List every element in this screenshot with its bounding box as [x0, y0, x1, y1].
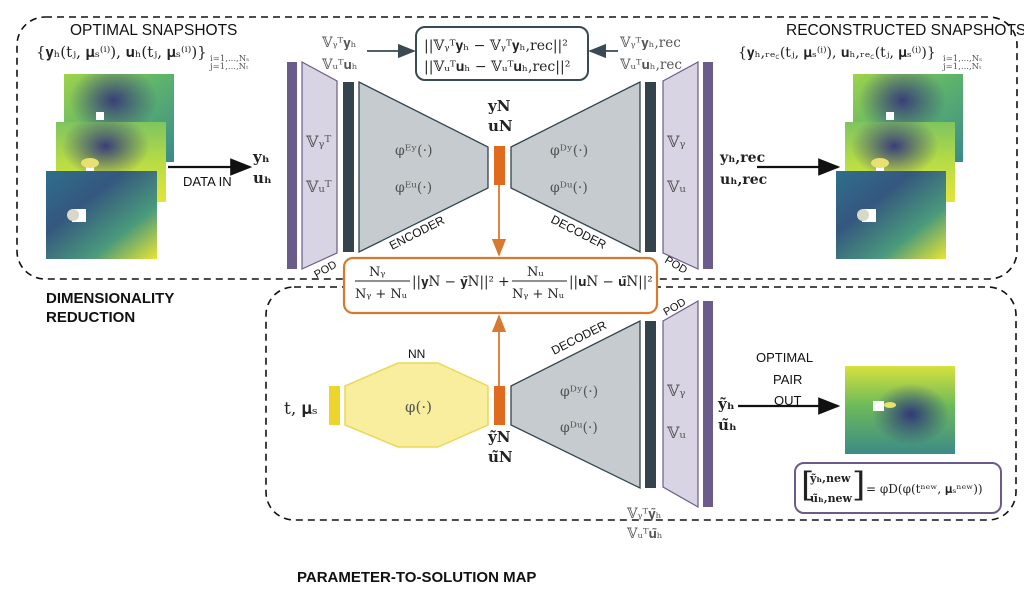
decoder-reduced-bar — [645, 82, 656, 252]
latent-y-n: 𝐲N — [487, 97, 511, 115]
output-y-h-rec: 𝐲ₕ,rec — [719, 150, 765, 166]
pipeline-pod-vy: 𝕍ᵧ — [666, 381, 685, 400]
section-title-dimensionality-line1: DIMENSIONALITY — [46, 290, 174, 307]
new-solution-formula-box — [794, 462, 1002, 514]
decoder-block — [510, 80, 641, 254]
optimal-pair-out-label-1: OPTIMAL — [756, 350, 813, 365]
formula-bracket-right: ] — [852, 465, 865, 505]
reconstructed-snapshots-title: RECONSTRUCTED SNAPSHOTS — [786, 22, 1024, 39]
formula-rhs: = φD(φ(tⁿᵉʷ, 𝛍ₛⁿᵉʷ)) — [866, 482, 983, 496]
pod-input-bar — [287, 62, 297, 269]
encoder-reduced-bar — [343, 82, 354, 252]
input-y-h: 𝐲ₕ — [252, 148, 270, 166]
optimal-pair-output-image — [845, 366, 955, 454]
output-u-h-rec: 𝐮ₕ,rec — [720, 172, 767, 188]
pipeline-decoder-phi-y: φᴰʸ(·) — [560, 384, 598, 400]
reconstruction-loss-box — [415, 26, 589, 81]
pipeline-decoder-phi-u: φᴰᵘ(·) — [560, 420, 598, 436]
input-u-h: 𝐮ₕ — [253, 169, 272, 187]
nn-block-shape — [344, 362, 489, 448]
optimal-snapshot-stack — [46, 74, 174, 259]
encoder-block — [358, 80, 489, 254]
reconstructed-snapshots-set: {𝐲ₕ,ᵣₑ꜀(tⱼ, 𝛍ₛ⁽ⁱ⁾), 𝐮ₕ,ᵣₑ꜀(tⱼ, 𝛍ₛ⁽ⁱ⁾)} — [738, 45, 936, 61]
pod-decoder-block — [662, 60, 699, 270]
formula-bracket-left: [ — [801, 465, 814, 505]
pipeline-pod-vu: 𝕍ᵤ — [666, 423, 686, 442]
pod-output-bar — [703, 62, 713, 269]
pod-encoder-vy: 𝕍ᵧᵀ — [305, 132, 331, 151]
pod-encoder-block — [301, 60, 338, 270]
pipeline-decoder-block — [510, 319, 641, 490]
pipeline-latent-u: 𝐮̃N — [488, 448, 513, 466]
pod-decoder-vu: 𝕍ᵤ — [666, 177, 686, 196]
reconstruction-loss-y: ||𝕍ᵧᵀ𝐲ₕ − 𝕍ᵧᵀ𝐲ₕ,rec||² — [424, 38, 568, 54]
optimal-snapshots-title: OPTIMAL SNAPSHOTS — [70, 22, 237, 39]
projection-in-y: 𝕍ᵧᵀ𝐲ₕ — [321, 35, 357, 51]
pod-encoder-vu: 𝕍ᵤᵀ — [305, 177, 332, 196]
nn-label: NN — [408, 347, 425, 361]
snapshot-image-3 — [46, 171, 157, 259]
pipeline-projection-u: 𝕍ᵤᵀ𝐮̃ₕ — [626, 526, 663, 542]
pipeline-output-y: 𝐲̃ₕ — [717, 395, 735, 413]
optimal-pair-out-label-3: OUT — [774, 393, 802, 408]
projection-in-u: 𝕍ᵤᵀ𝐮ₕ — [321, 57, 358, 73]
optimal-snapshots-set: {𝐲ₕ(tⱼ, 𝛍ₛ⁽ⁱ⁾), 𝐮ₕ(tⱼ, 𝛍ₛ⁽ⁱ⁾)} — [36, 43, 207, 61]
reconstructed-image-3 — [836, 171, 946, 259]
data-in-label: DATA IN — [183, 174, 232, 189]
formula-u-new: 𝐮̃ₕ,new — [810, 492, 853, 505]
projection-out-y: 𝕍ᵧᵀ𝐲ₕ,rec — [619, 35, 681, 51]
projection-out-u: 𝕍ᵤᵀ𝐮ₕ,rec — [619, 57, 682, 73]
optimal-snapshots-index-j: j=1,...,Nₜ — [209, 62, 249, 72]
decoder-phi-u: φᴰᵘ(·) — [550, 180, 588, 196]
latent-loss-frac2-num: Nᵤ — [527, 265, 544, 280]
latent-loss-frac1-num: Nᵧ — [369, 265, 385, 280]
reconstruction-loss-u: ||𝕍ᵤᵀ𝐮ₕ − 𝕍ᵤᵀ𝐮ₕ,rec||² — [424, 59, 570, 75]
pipeline-pod-block — [662, 299, 699, 509]
encoder-phi-u: φᴱᵘ(·) — [395, 180, 432, 196]
nn-function: φ(·) — [405, 398, 432, 416]
decoder-phi-y: φᴰʸ(·) — [550, 143, 588, 159]
encoder-phi-y: φᴱʸ(·) — [395, 143, 433, 159]
section-title-dimensionality-line2: REDUCTION — [46, 309, 135, 326]
reconstructed-snapshots-index-j: j=1,...,Nₜ — [942, 62, 982, 72]
pipeline-reduced-bar — [645, 321, 656, 488]
section-title-parameter-to-solution: PARAMETER-TO-SOLUTION MAP — [297, 569, 536, 585]
latent-loss-term1: ||𝐲N − 𝐲̃N||² — [412, 274, 494, 290]
latent-loss-frac1-den: Nᵧ + Nᵤ — [355, 287, 407, 302]
pipeline-input-label: t, 𝛍ₛ — [284, 399, 318, 419]
pipeline-latent-bar — [494, 386, 505, 425]
latent-loss-frac2-den: Nᵧ + Nᵤ — [512, 287, 564, 302]
nn-input-bar — [329, 386, 340, 425]
latent-loss-plus: + — [498, 274, 510, 290]
latent-u-n: 𝐮N — [488, 117, 513, 135]
latent-code-bar — [494, 146, 505, 185]
pod-decoder-vy: 𝕍ᵧ — [666, 132, 685, 151]
reconstructed-snapshot-stack — [836, 74, 963, 259]
optimal-snapshots-index-i: i=1,...,Nₛ — [210, 54, 249, 64]
pipeline-latent-y: 𝐲̃N — [487, 428, 511, 446]
latent-loss-term2: ||𝐮N − 𝐮̃N||² — [569, 274, 653, 290]
formula-y-new: 𝐲̃ₕ,new — [809, 472, 851, 485]
optimal-pair-out-label-2: PAIR — [773, 372, 802, 387]
latent-loss-box — [342, 256, 659, 315]
pipeline-output-u: 𝐮̃ₕ — [718, 416, 737, 434]
pipeline-pod-output-bar — [703, 301, 713, 507]
pipeline-projection-y: 𝕍ᵧᵀ𝐲̃ₕ — [626, 506, 662, 522]
reconstructed-snapshots-index-i: i=1,...,Nₛ — [943, 54, 982, 64]
